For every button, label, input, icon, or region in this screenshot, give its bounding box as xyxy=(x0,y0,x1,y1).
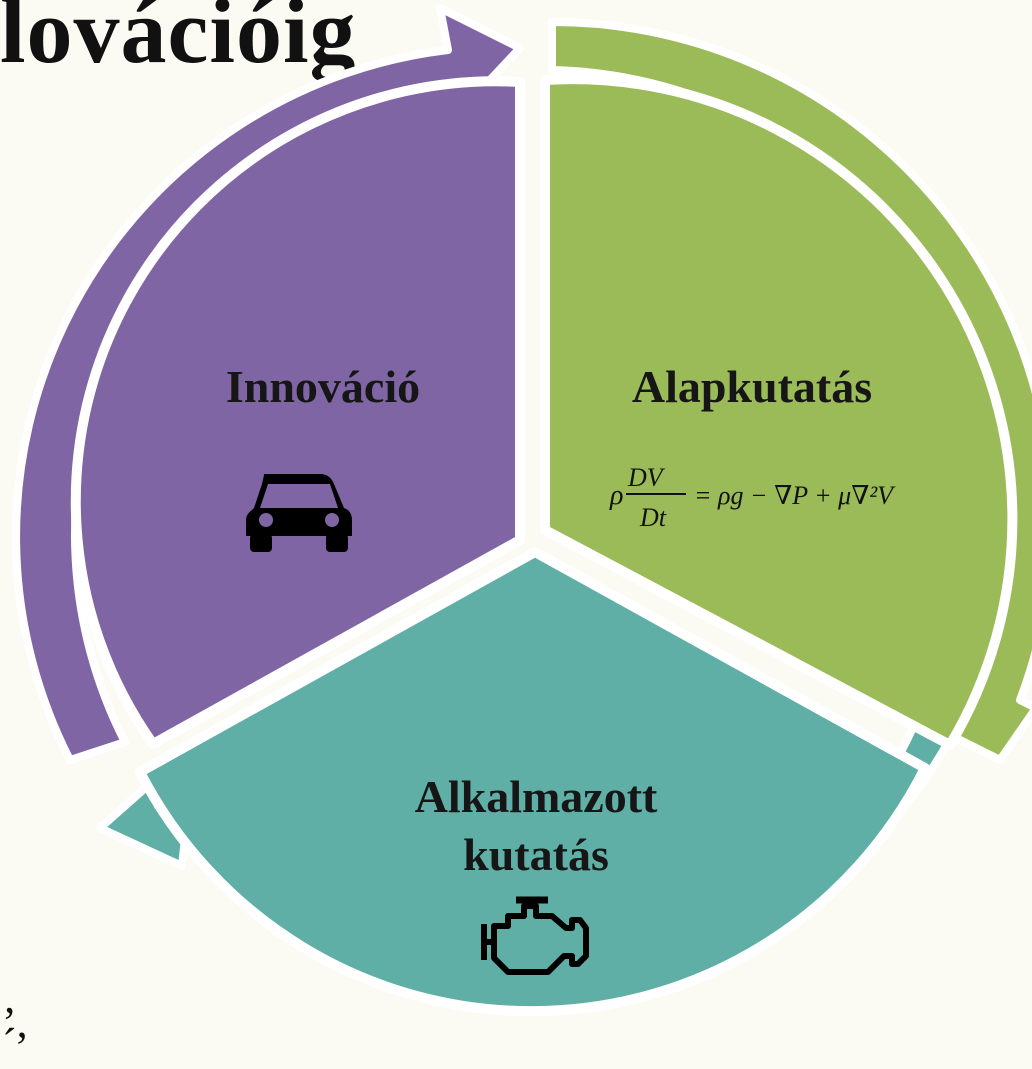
equation-rho: ρ xyxy=(609,480,623,511)
equation-rhs: = ρg − ∇P + μ∇²V xyxy=(694,481,896,510)
navier-stokes-equation: ρ DV Dt = ρg − ∇P + μ∇²V xyxy=(609,463,896,532)
equation-numerator: DV xyxy=(627,463,666,492)
equation-denominator: Dt xyxy=(639,503,667,532)
slide-title-fragment: lovációig xyxy=(0,0,357,82)
segment-alapkutatas xyxy=(540,74,1018,750)
segment-alkalmazott-kutatas xyxy=(135,547,930,1017)
segment-label-alkalmazott-line1: Alkalmazott xyxy=(415,771,658,822)
engine-icon xyxy=(481,896,589,975)
segment-innovacio xyxy=(70,76,525,749)
car-icon xyxy=(246,474,352,552)
segment-label-innovacio: Innováció xyxy=(226,361,420,412)
segment-label-alapkutatas: Alapkutatás xyxy=(632,361,872,412)
segment-label-alkalmazott-line2: kutatás xyxy=(463,829,609,880)
